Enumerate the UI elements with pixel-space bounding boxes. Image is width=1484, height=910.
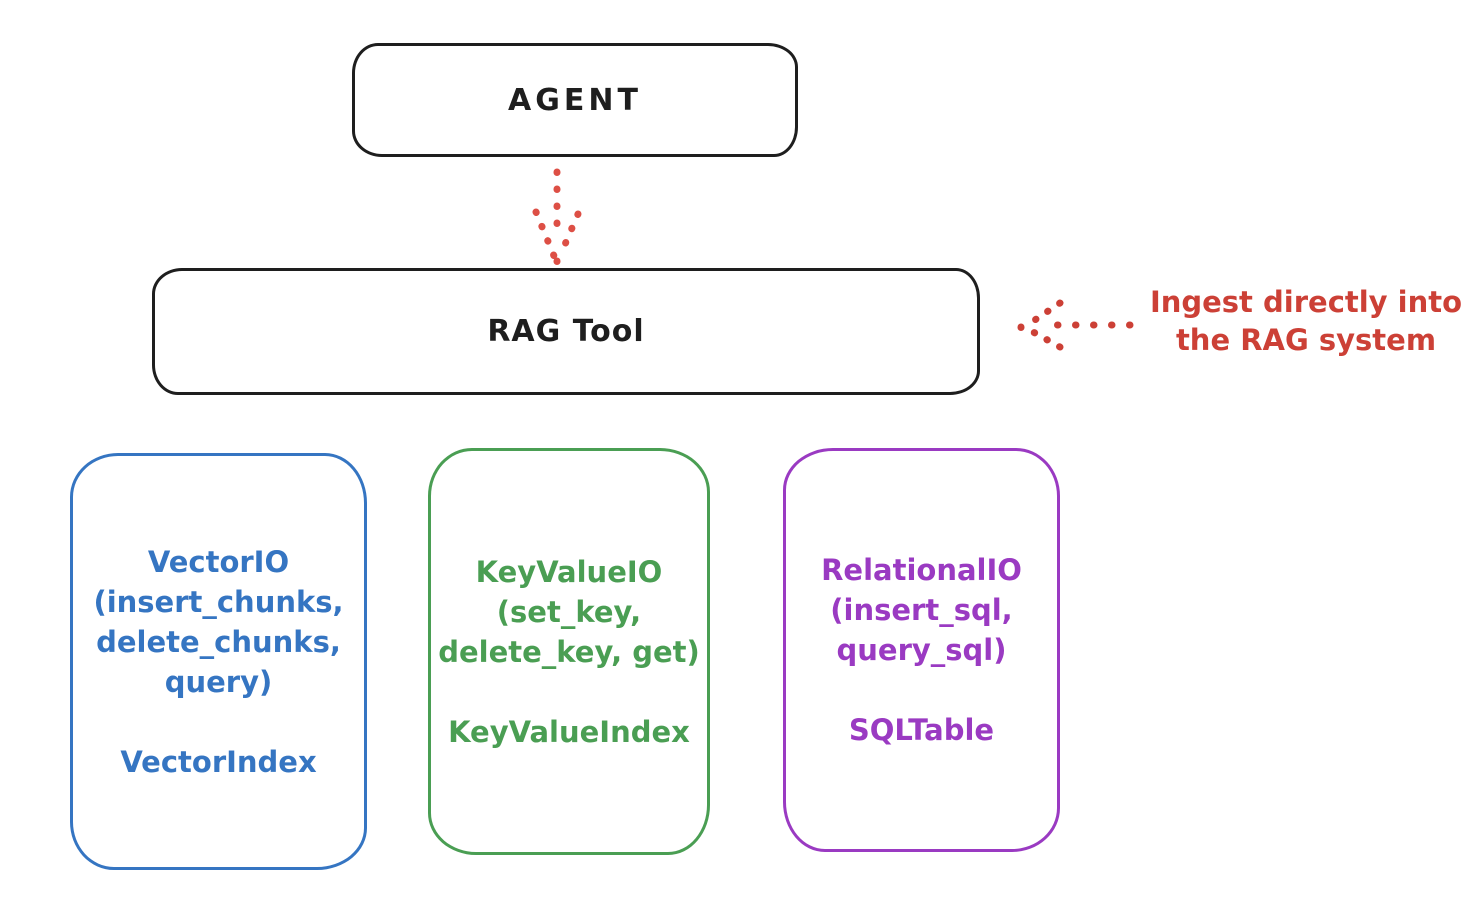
ingest-annotation: Ingest directly into the RAG system bbox=[1138, 283, 1474, 359]
relational-io-args-line1: (insert_sql, bbox=[830, 593, 1013, 627]
rag-tool-label: RAG Tool bbox=[487, 314, 645, 349]
sql-table-label: SQLTable bbox=[848, 713, 995, 747]
vector-io-args-line2: delete_chunks, bbox=[96, 624, 341, 659]
agent-box: AGENT bbox=[352, 43, 798, 157]
relational-io-box: RelationalIO (insert_sql, query_sql) SQL… bbox=[783, 448, 1060, 852]
relational-io-args-line2: query_sql) bbox=[836, 633, 1007, 667]
dotted-arrow-left-icon bbox=[1017, 299, 1134, 351]
keyvalue-io-args-line2: delete_key, get) bbox=[438, 634, 700, 669]
ingest-annotation-line2: the RAG system bbox=[1175, 323, 1437, 357]
ingest-annotation-line1: Ingest directly into bbox=[1149, 285, 1463, 319]
keyvalue-io-box: KeyValueIO (set_key, delete_key, get) Ke… bbox=[428, 448, 710, 855]
keyvalue-io-args-line1: (set_key, bbox=[496, 594, 642, 629]
rag-tool-box: RAG Tool bbox=[152, 268, 980, 395]
vector-io-box: VectorIO (insert_chunks, delete_chunks, … bbox=[70, 453, 367, 870]
agent-label: AGENT bbox=[508, 82, 642, 118]
vector-io-args-line3: query) bbox=[164, 664, 273, 699]
keyvalue-index-label: KeyValueIndex bbox=[448, 714, 690, 749]
vector-io-title: VectorIO bbox=[147, 544, 290, 579]
relational-io-title: RelationalIO bbox=[821, 553, 1022, 587]
vector-index-label: VectorIndex bbox=[120, 744, 317, 779]
keyvalue-io-title: KeyValueIO bbox=[475, 554, 663, 589]
dotted-arrow-down-icon bbox=[532, 168, 582, 265]
vector-io-args-line1: (insert_chunks, bbox=[93, 584, 344, 619]
